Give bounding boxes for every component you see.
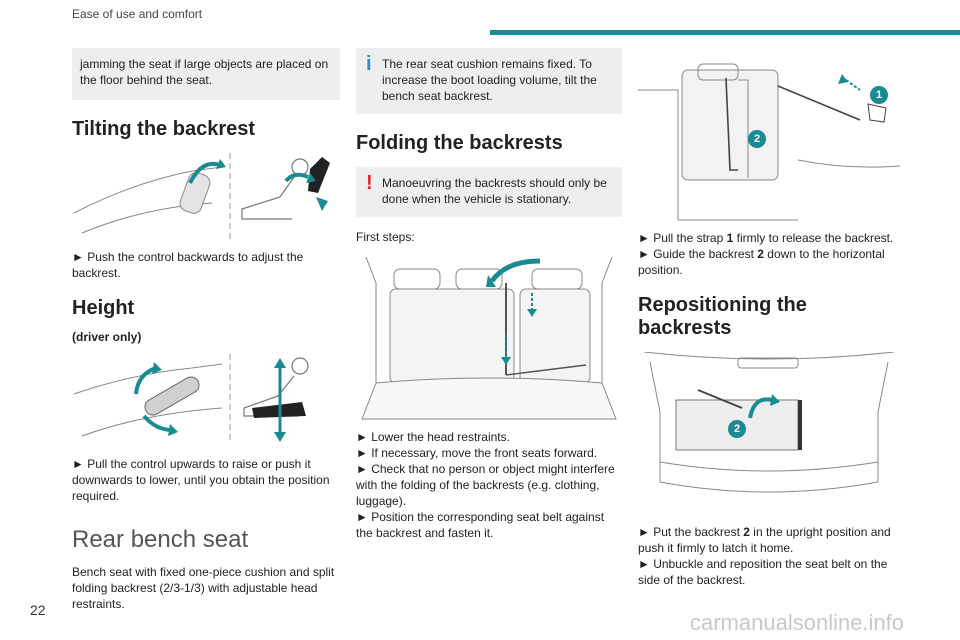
- folding-step-1: ► Lower the head restraints.: [356, 430, 510, 444]
- folding-step-2: ► If necessary, move the front seats for…: [356, 446, 598, 460]
- rear-bench-text: Bench seat with fixed one-piece cushion …: [72, 565, 335, 611]
- repositioning-step-1-pre: ► Put the backrest: [638, 525, 744, 539]
- height-step: ► Pull the control upwards to raise or p…: [72, 457, 330, 503]
- column-2: i The rear seat cushion remains fixed. T…: [356, 48, 622, 541]
- repositioning-figure: 2: [638, 352, 900, 510]
- callout-2: 2: [748, 130, 766, 148]
- repositioning-step-1-post: in the upright position and push it firm…: [638, 525, 891, 555]
- header-accent-bar: [490, 30, 960, 35]
- header-title: Ease of use and comfort: [72, 7, 203, 21]
- repositioning-step-2-text: ► Unbuckle and reposition the seat belt …: [638, 557, 888, 587]
- height-heading: Height: [72, 297, 135, 319]
- strap-step-1-post: firmly to release the backrest.: [733, 231, 894, 245]
- warning-icon: !: [366, 172, 373, 194]
- repositioning-step-1-num: 2: [743, 525, 750, 539]
- first-steps-label: First steps:: [356, 230, 415, 244]
- strap-release-figure: 1 2: [638, 50, 900, 222]
- column-1: jamming the seat if large objects are pl…: [72, 48, 340, 612]
- callout-2-repositioning: 2: [728, 420, 746, 438]
- tilting-step: ► Push the control backwards to adjust t…: [72, 250, 304, 280]
- folding-heading: Folding the backrests: [356, 132, 563, 154]
- strap-steps: ► Pull the strap 1 firmly to release the…: [638, 230, 900, 278]
- strap-step-2-post: down to the horizontal position.: [638, 247, 885, 277]
- intro-note: jamming the seat if large objects are pl…: [72, 48, 340, 100]
- strap-step-2-pre: ► Guide the backrest: [638, 247, 758, 261]
- height-figure: [72, 354, 340, 444]
- repositioning-step-2: ► Unbuckle and reposition the seat belt …: [638, 556, 900, 588]
- warning-note-text: Manoeuvring the backrests should only be…: [382, 176, 607, 206]
- page-number: 22: [30, 602, 46, 618]
- height-subheading: (driver only): [72, 330, 142, 344]
- repositioning-steps: ► Put the backrest 2 in the upright posi…: [638, 524, 900, 588]
- watermark: carmanualsonline.info: [690, 610, 905, 635]
- folding-step-4: ► Position the corresponding seat belt a…: [356, 510, 605, 540]
- folding-steps: ► Lower the head restraints. ► If necess…: [356, 429, 622, 541]
- warning-note: ! Manoeuvring the backrests should only …: [356, 167, 622, 217]
- tilting-figure: [72, 153, 340, 241]
- tilting-heading: Tilting the backrest: [72, 118, 256, 140]
- repositioning-heading: Repositioning the backrests: [638, 294, 807, 339]
- strap-step-1: ► Pull the strap 1 firmly to release the…: [638, 230, 900, 246]
- info-icon: i: [366, 53, 372, 75]
- column-3: 1 2 ► Pull the strap 1 firmly to release…: [638, 48, 900, 588]
- info-note: i The rear seat cushion remains fixed. T…: [356, 48, 622, 114]
- strap-step-1-pre: ► Pull the strap: [638, 231, 727, 245]
- intro-note-text: jamming the seat if large objects are pl…: [80, 57, 329, 87]
- callout-1: 1: [870, 86, 888, 104]
- rear-bench-heading: Rear bench seat: [72, 526, 249, 553]
- info-note-text: The rear seat cushion remains fixed. To …: [382, 57, 597, 103]
- strap-step-2: ► Guide the backrest 2 down to the horiz…: [638, 246, 900, 278]
- strap-step-1-num: 1: [726, 231, 734, 245]
- rear-seat-figure: [356, 253, 622, 421]
- repositioning-step-1: ► Put the backrest 2 in the upright posi…: [638, 524, 900, 556]
- folding-step-3: ► Check that no person or object might i…: [356, 462, 615, 508]
- strap-step-2-num: 2: [757, 247, 764, 261]
